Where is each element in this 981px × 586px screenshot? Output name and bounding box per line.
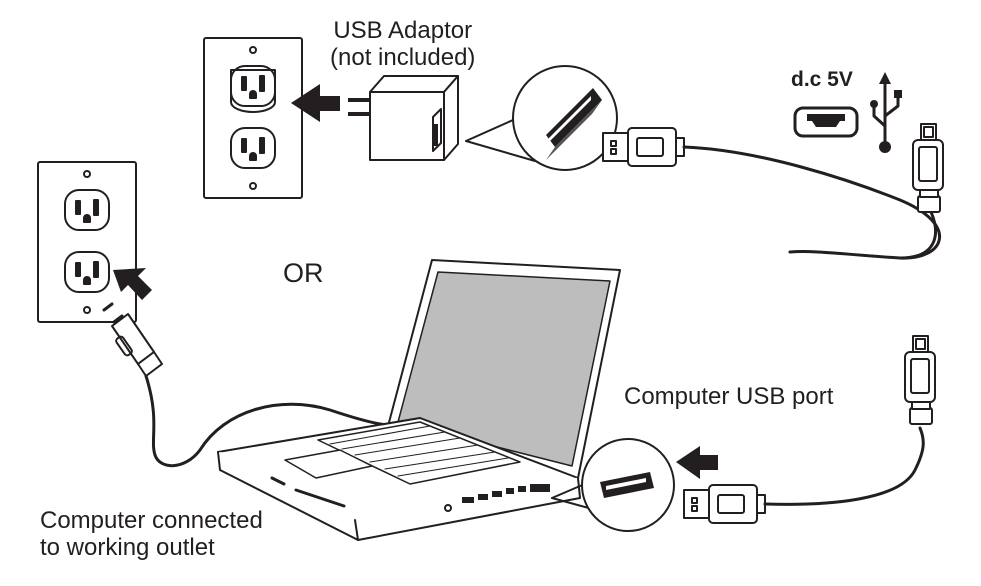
- computer-usb-port-label: Computer USB port: [624, 383, 834, 410]
- usb-adaptor-title: USB Adaptor: [333, 17, 473, 44]
- micro-usb-plug-upper: [898, 123, 944, 260]
- arrow-icon: [291, 84, 340, 122]
- usb-adaptor-label: USB Adaptor (not included): [330, 17, 476, 72]
- or-label: OR: [283, 258, 324, 288]
- computer-outlet-line1: Computer connected: [40, 507, 263, 534]
- magnifier-callout-upper: [465, 65, 618, 171]
- arrow-icon: [113, 268, 152, 300]
- power-plug: [102, 302, 392, 468]
- dc-spec-label: d.c 5V: [791, 68, 853, 91]
- usb-symbol-icon: [870, 72, 902, 153]
- wall-outlet-lower: [37, 161, 137, 323]
- micro-usb-port-icon: [793, 106, 859, 138]
- wall-outlet-upper: [203, 37, 303, 199]
- magnifier-callout-lower: [551, 438, 675, 532]
- laptop-icon: [217, 259, 621, 541]
- micro-usb-plug-lower: [904, 335, 936, 425]
- computer-outlet-line2: to working outlet: [40, 533, 215, 561]
- usb-adaptor-note: (not included): [330, 43, 476, 71]
- computer-outlet-label: Computer connected to working outlet: [40, 507, 263, 562]
- arrow-icon: [676, 446, 718, 479]
- usb-plug-lower: [683, 426, 925, 524]
- usb-wall-adaptor: [348, 75, 459, 161]
